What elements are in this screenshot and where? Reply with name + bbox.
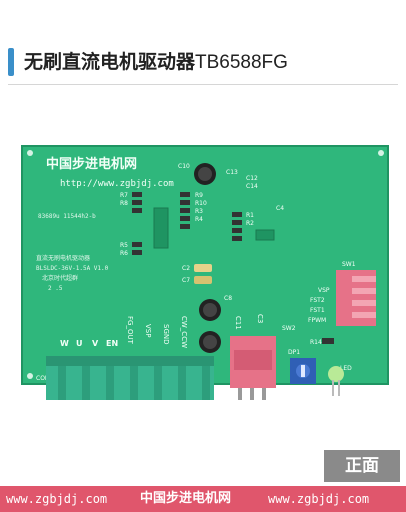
- label-r8: R8: [120, 200, 128, 207]
- potentiometer-dp1: [290, 358, 316, 384]
- label-r6: R6: [120, 250, 128, 257]
- board-brand: 中国步进电机网: [46, 156, 137, 172]
- label-vsp: VSP: [318, 287, 330, 294]
- page-title: 无刷直流电机驱动器TB6588FG: [24, 48, 288, 77]
- label-en: EN: [106, 339, 118, 348]
- label-dp1: DP1: [288, 349, 300, 356]
- label-r7: R7: [120, 192, 128, 199]
- label-r3: R3: [195, 208, 203, 215]
- board-url: http://www.zgbjdj.com: [60, 179, 174, 189]
- label-c14: C14: [246, 183, 258, 190]
- label-fg-out: FG_OUT: [126, 316, 134, 345]
- board-model: BLSLDC-36V-1.5A V1.0: [36, 265, 109, 272]
- page-title-model: TB6588FG: [195, 52, 288, 73]
- label-r9: R9: [195, 192, 203, 199]
- pcb-board-image: 中国步进电机网 http://www.zgbjdj.com 83689u 115…: [21, 145, 389, 400]
- resistor-r14: [322, 338, 334, 344]
- dip-switch-sw2: [230, 336, 276, 400]
- label-vsp-bottom: VSP: [144, 324, 152, 337]
- label-sw2: SW2: [282, 325, 296, 332]
- terminal-block: [46, 356, 214, 400]
- mounting-hole: [378, 150, 384, 156]
- board-company: 北京时代超群: [42, 274, 78, 282]
- label-cw-ccw: CW_CCW: [180, 316, 188, 348]
- label-sgnd: SGND: [162, 324, 170, 345]
- label-led: LED: [340, 365, 352, 372]
- front-view-button[interactable]: 正面: [324, 450, 400, 482]
- label-c11: C11: [234, 316, 242, 330]
- label-u: U: [76, 339, 83, 348]
- driver-ic: [153, 207, 169, 249]
- header-divider: [8, 84, 398, 85]
- label-r4: R4: [195, 216, 203, 223]
- label-c10: C10: [178, 163, 190, 170]
- led-indicator: [328, 366, 344, 396]
- label-c8: C8: [224, 295, 232, 302]
- label-c13: C13: [226, 169, 238, 176]
- label-con: CON: [36, 375, 49, 382]
- page-title-cn: 无刷直流电机驱动器: [24, 51, 196, 73]
- board-desc: 直流无刷电机驱动器: [36, 254, 90, 262]
- capacitor-c7: [194, 276, 212, 284]
- dip-switch-sw1: [336, 270, 376, 326]
- footer-url-right[interactable]: www.zgbjdj.com: [268, 492, 370, 506]
- footer-brand[interactable]: 中国步进电机网: [140, 491, 232, 506]
- label-w: W: [60, 339, 69, 348]
- label-r10: R10: [195, 200, 207, 207]
- title-accent-bar: [8, 48, 14, 76]
- header: 无刷直流电机驱动器TB6588FG: [0, 0, 406, 88]
- label-v: V: [92, 339, 99, 348]
- label-c7: C7: [182, 277, 190, 284]
- product-photo: 中国步进电机网 http://www.zgbjdj.com 83689u 115…: [0, 88, 406, 468]
- resistor-array: [132, 192, 242, 255]
- label-fst1: FST1: [310, 307, 325, 314]
- label-sw1: SW1: [342, 261, 356, 268]
- label-r1: R1: [246, 212, 254, 219]
- board-serial: 83689u 11544h2-b: [38, 213, 96, 220]
- capacitor-c2: [194, 264, 212, 272]
- mounting-hole: [27, 150, 33, 156]
- label-r14: R14: [310, 339, 322, 346]
- footer-url-left[interactable]: www.zgbjdj.com: [6, 492, 108, 506]
- mounting-hole: [27, 373, 33, 379]
- smd-chip: [255, 229, 275, 241]
- label-r5: R5: [120, 242, 128, 249]
- board-version: 2 .5: [48, 285, 63, 292]
- label-c2: C2: [182, 265, 190, 272]
- label-fpwm: FPWM: [308, 317, 326, 324]
- label-fst2: FST2: [310, 297, 325, 304]
- label-r2: R2: [246, 220, 254, 227]
- label-c12: C12: [246, 175, 258, 182]
- label-c4: C4: [276, 205, 284, 212]
- footer-banner: www.zgbjdj.com 中国步进电机网 www.zgbjdj.com: [0, 486, 406, 512]
- label-c3: C3: [256, 314, 264, 323]
